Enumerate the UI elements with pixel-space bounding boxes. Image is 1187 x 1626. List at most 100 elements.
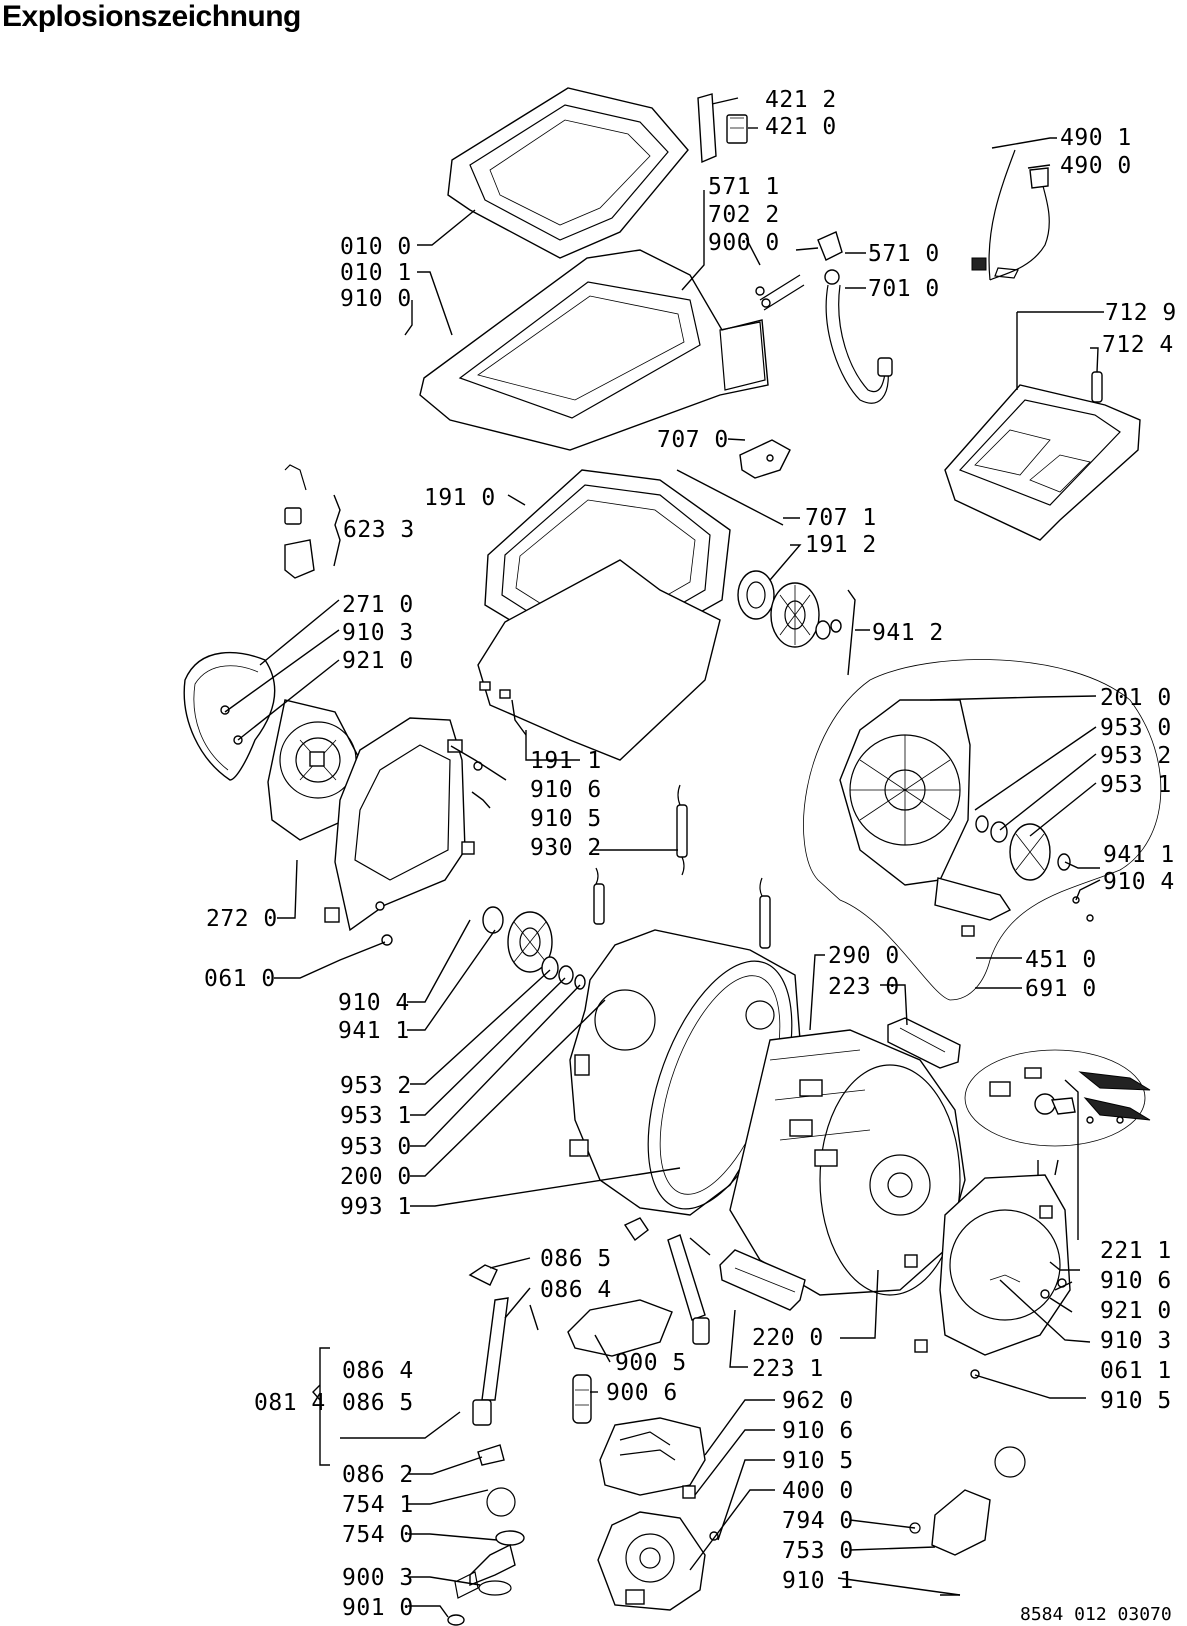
- label-191-2: 191 2: [805, 532, 877, 558]
- part-rod: [676, 469, 784, 526]
- label-490-0: 490 0: [1060, 153, 1132, 179]
- label-941-2: 941 2: [872, 620, 944, 646]
- part-door-lock: [284, 464, 315, 579]
- label-010-1: 010 1: [340, 260, 412, 286]
- label-061-0: 061 0: [204, 966, 276, 992]
- label-910-4-rear: 910 4: [1103, 869, 1175, 895]
- part-shock-absorbers: [468, 1217, 711, 1466]
- part-lifter: [887, 1017, 961, 1069]
- label-900-0: 900 0: [708, 230, 780, 256]
- label-962-0: 962 0: [782, 1388, 854, 1414]
- part-bracket-plate: [599, 1417, 706, 1496]
- label-086-5-top: 086 5: [540, 1246, 612, 1272]
- part-drain-pump: [597, 1485, 719, 1611]
- part-hinge-bracket: [697, 93, 748, 164]
- label-701-0: 701 0: [868, 276, 940, 302]
- label-272-0: 272 0: [206, 906, 278, 932]
- label-221-1: 221 1: [1100, 1238, 1172, 1264]
- label-930-2: 930 2: [530, 835, 602, 861]
- document-number: 8584 012 03070: [1020, 1604, 1172, 1625]
- label-910-3: 910 3: [342, 620, 414, 646]
- label-910-4-front: 910 4: [338, 990, 410, 1016]
- label-421-2: 421 2: [765, 87, 837, 113]
- label-400-0: 400 0: [782, 1478, 854, 1504]
- label-910-1: 910 1: [782, 1568, 854, 1594]
- label-901-0: 901 0: [342, 1595, 414, 1621]
- label-691-0: 691 0: [1025, 976, 1097, 1002]
- label-707-0: 707 0: [657, 427, 729, 453]
- part-drain-cover: [719, 1249, 806, 1311]
- label-421-0: 421 0: [765, 114, 837, 140]
- label-910-6-bottom: 910 6: [782, 1418, 854, 1444]
- part-inlet-valve-and-hose: [755, 231, 893, 404]
- label-754-0: 754 0: [342, 1522, 414, 1548]
- label-921-0-right: 921 0: [1100, 1298, 1172, 1324]
- label-223-1: 223 1: [752, 1356, 824, 1382]
- page-title: Explosionszeichnung: [2, 0, 301, 33]
- label-910-6-right: 910 6: [1100, 1268, 1172, 1294]
- label-200-0: 200 0: [340, 1164, 412, 1190]
- part-tub-cover: [477, 559, 721, 761]
- part-pressure-switch: [909, 1446, 1026, 1596]
- label-490-1: 490 1: [1060, 125, 1132, 151]
- label-921-0: 921 0: [342, 648, 414, 674]
- label-086-4-top: 086 4: [540, 1277, 612, 1303]
- label-081-4: 081 4: [254, 1390, 326, 1416]
- label-953-1-front: 953 1: [340, 1103, 412, 1129]
- label-571-0: 571 0: [868, 241, 940, 267]
- label-086-4-bracket: 086 4: [342, 1358, 414, 1384]
- label-223-0: 223 0: [828, 974, 900, 1000]
- label-712-4: 712 4: [1102, 332, 1174, 358]
- label-220-0: 220 0: [752, 1325, 824, 1351]
- part-pump-hose-and-clamps: [447, 1487, 525, 1626]
- label-753-0: 753 0: [782, 1538, 854, 1564]
- label-910-0: 910 0: [340, 286, 412, 312]
- part-filter-cover: [567, 1299, 673, 1424]
- label-953-0: 953 0: [1100, 715, 1172, 741]
- label-900-6: 900 6: [606, 1380, 678, 1406]
- part-number-labels: 421 2 421 0 571 1 702 2 900 0 490 1 490 …: [204, 87, 1177, 1621]
- label-707-1: 707 1: [805, 505, 877, 531]
- label-941-1-rear: 941 1: [1103, 842, 1175, 868]
- label-900-5: 900 5: [615, 1350, 687, 1376]
- part-rear-drum-bubble: [803, 659, 1162, 1001]
- label-290-0: 290 0: [828, 943, 900, 969]
- label-953-2-front: 953 2: [340, 1073, 412, 1099]
- label-571-1: 571 1: [708, 174, 780, 200]
- label-910-6: 910 6: [530, 777, 602, 803]
- label-712-9: 712 9: [1105, 300, 1177, 326]
- label-061-1: 061 1: [1100, 1358, 1172, 1384]
- part-lid-frame: [447, 87, 689, 259]
- label-191-1: 191 1: [530, 748, 602, 774]
- part-power-cord: [971, 149, 1050, 281]
- part-control-panel: [944, 371, 1141, 541]
- leader-lines: [224, 97, 1104, 1618]
- part-bearing-set-left: [482, 906, 586, 990]
- label-941-1-front: 941 1: [338, 1018, 410, 1044]
- label-910-3-right: 910 3: [1100, 1328, 1172, 1354]
- label-702-2: 702 2: [708, 202, 780, 228]
- part-pulley-bearings: [737, 570, 842, 648]
- part-small-parts-bubble: [964, 1049, 1151, 1147]
- label-953-0-front: 953 0: [340, 1134, 412, 1160]
- label-953-1: 953 1: [1100, 772, 1172, 798]
- part-tub-front-half: [569, 929, 801, 1216]
- label-754-1: 754 1: [342, 1492, 414, 1518]
- label-900-3: 900 3: [342, 1565, 414, 1591]
- label-910-5: 910 5: [530, 806, 602, 832]
- label-451-0: 451 0: [1025, 947, 1097, 973]
- label-086-5-bracket: 086 5: [342, 1390, 414, 1416]
- label-201-0: 201 0: [1100, 685, 1172, 711]
- label-910-5-right: 910 5: [1100, 1388, 1172, 1414]
- part-belt-gasket: [183, 652, 276, 781]
- part-drum: [729, 1029, 966, 1296]
- label-993-1: 993 1: [340, 1194, 412, 1220]
- label-191-0: 191 0: [424, 485, 496, 511]
- label-271-0: 271 0: [342, 592, 414, 618]
- label-794-0: 794 0: [782, 1508, 854, 1534]
- part-lid-insert: [739, 439, 791, 479]
- label-623-3: 623 3: [343, 517, 415, 543]
- part-top-cover: [419, 249, 769, 451]
- label-010-0: 010 0: [340, 234, 412, 260]
